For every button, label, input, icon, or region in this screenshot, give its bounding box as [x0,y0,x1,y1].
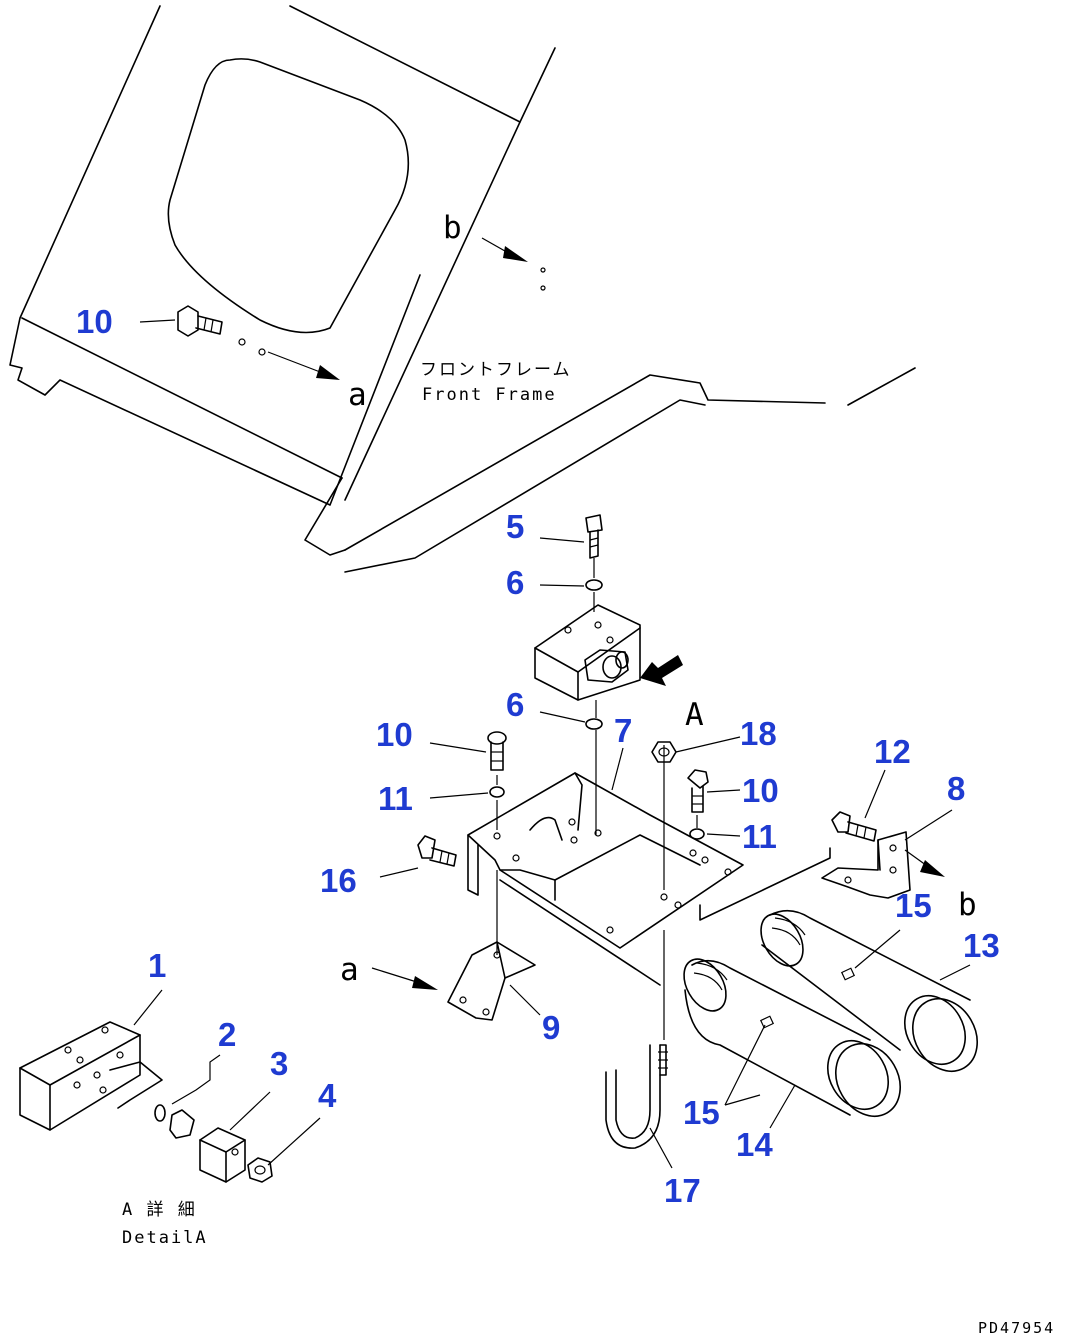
part-number-2: 2 [218,1016,236,1053]
part-number-3: 3 [270,1045,288,1082]
bracket-9 [447,941,536,1021]
drawing-code: PD47954 [978,1319,1055,1337]
washer-6-upper [585,579,603,591]
part-number-5: 5 [506,508,524,545]
detail-label-en: DetailA [122,1228,208,1248]
part-number-18: 18 [740,715,777,752]
part-number-9: 9 [542,1009,560,1046]
part-number-17: 17 [664,1172,701,1209]
view-arrow: A [640,655,704,733]
washer-11-right [689,828,705,840]
air-tank-13 [760,909,978,1072]
bolt-12 [831,811,877,842]
bracket-7 [467,772,831,986]
bolt-5 [585,514,603,559]
ref-b-bracket: b [958,887,977,923]
part-number-11: 11 [378,780,413,817]
part-number-10: 10 [376,716,413,753]
part-number-4: 4 [318,1077,337,1114]
bracket-8 [821,831,911,899]
part-number-1: 1 [148,947,166,984]
part-number-6: 6 [506,564,524,601]
bolt-10-right [687,769,709,840]
ref-a-frame: a [348,377,367,413]
part-number-15: 15 [895,887,932,924]
part-number-7: 7 [614,712,632,749]
fitting-2 [169,1109,195,1139]
part-number-11: 11 [742,818,777,855]
part-number-15: 15 [683,1094,720,1131]
part-number-16: 16 [320,862,357,899]
detail-a [19,1021,273,1183]
frame-label-en: Front Frame [422,385,557,405]
o-ring-2 [154,1104,166,1122]
part-number-10: 10 [742,772,779,809]
detail-label-jp: A 詳 細 [122,1200,197,1220]
bolt-16 [417,835,457,867]
frame-label-jp: フロントフレーム [420,360,572,380]
leader-lines [133,237,971,1169]
front-frame [9,5,916,573]
washer-6-lower [585,718,603,730]
part-number-8: 8 [947,770,965,807]
valve-block [534,604,641,701]
u-bolt-17 [605,1044,668,1149]
part-number-10: 10 [76,303,113,340]
part-numbers: 10 5 6 6 10 7 18 10 11 11 12 8 16 15 13 … [76,303,1000,1209]
ref-b-frame: b [443,210,462,246]
view-arrow-label: A [685,697,704,733]
washer-11-left [489,786,505,798]
air-tank-14 [683,958,901,1117]
part-number-13: 13 [963,927,1000,964]
nut-4 [247,1157,273,1183]
bolt-10-frame [177,305,223,337]
ref-a-bracket: a [340,952,359,988]
cap-3 [199,1127,246,1183]
bolt-10-left [487,731,507,798]
part-number-6: 6 [506,686,524,723]
part-number-14: 14 [736,1126,773,1163]
part-number-12: 12 [874,733,911,770]
